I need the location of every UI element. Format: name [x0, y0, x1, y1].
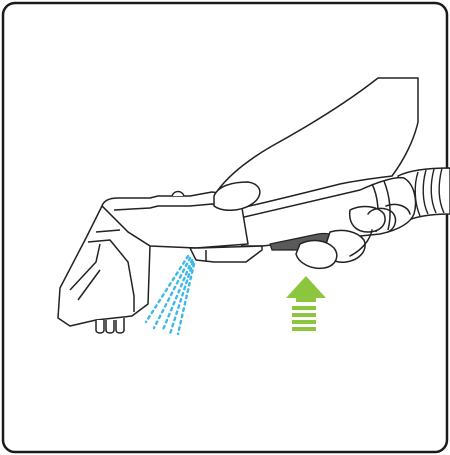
handheld-upholstery-tool-icon	[57, 190, 263, 334]
hand-holding-tool-icon	[213, 77, 419, 270]
press-trigger-up-arrow-icon	[286, 276, 326, 331]
water-spray-icon	[144, 254, 196, 336]
